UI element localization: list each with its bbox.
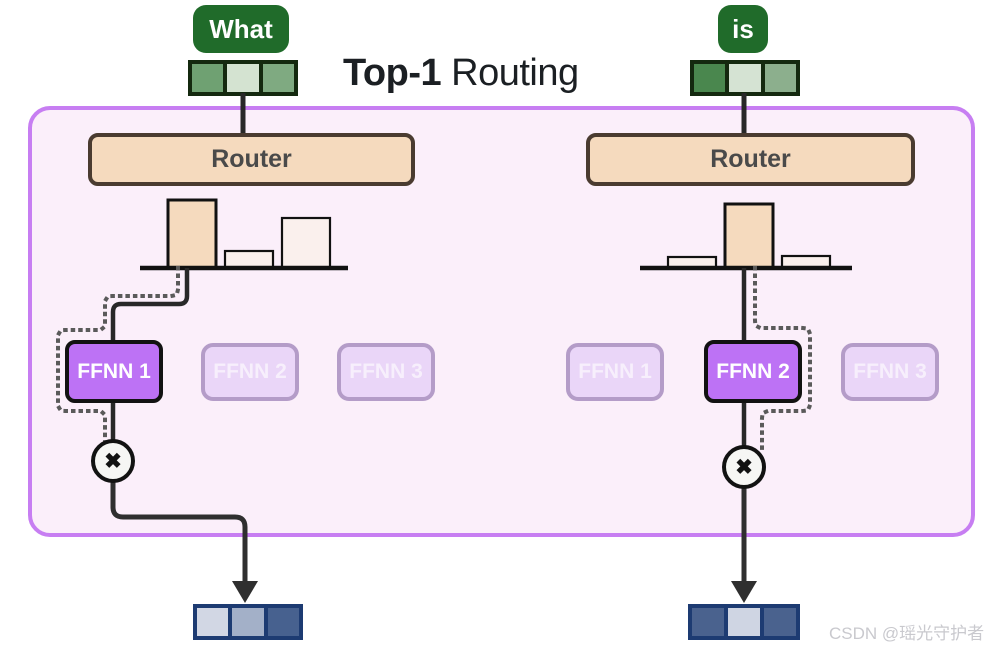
token-label-is: is bbox=[718, 5, 768, 53]
diagram-title: Top-1 Routing bbox=[343, 52, 579, 95]
expert-ffnn1-right: FFNN 1 bbox=[566, 343, 664, 401]
router-box-right: Router bbox=[586, 133, 915, 186]
multiply-node-right: ✖ bbox=[722, 445, 766, 489]
title-topk-part: Top-1 bbox=[343, 52, 442, 94]
token-embedding-what bbox=[188, 60, 298, 96]
vector-cell bbox=[197, 608, 229, 636]
vector-cell bbox=[729, 64, 761, 92]
output-arrowhead-right bbox=[731, 581, 757, 603]
vector-cell bbox=[262, 64, 294, 92]
vector-cell bbox=[694, 64, 726, 92]
expert-ffnn1-left-selected: FFNN 1 bbox=[65, 340, 163, 403]
router-box-left: Router bbox=[88, 133, 415, 186]
watermark-text: CSDN @瑶光守护者 bbox=[829, 624, 985, 643]
token-label-what: What bbox=[193, 5, 289, 53]
vector-cell bbox=[267, 608, 299, 636]
output-embedding-right bbox=[688, 604, 800, 640]
title-routing-part: Routing bbox=[441, 52, 579, 94]
output-arrowhead-left bbox=[232, 581, 258, 603]
token-embedding-is bbox=[690, 60, 800, 96]
expert-ffnn3-right: FFNN 3 bbox=[841, 343, 939, 401]
vector-cell bbox=[227, 64, 259, 92]
vector-cell bbox=[692, 608, 724, 636]
vector-cell bbox=[728, 608, 760, 636]
vector-cell bbox=[764, 64, 796, 92]
output-embedding-left bbox=[193, 604, 303, 640]
expert-ffnn2-right-selected: FFNN 2 bbox=[704, 340, 802, 403]
vector-cell bbox=[232, 608, 264, 636]
multiply-node-left: ✖ bbox=[91, 439, 135, 483]
vector-cell bbox=[764, 608, 796, 636]
vector-cell bbox=[192, 64, 224, 92]
expert-ffnn3-left: FFNN 3 bbox=[337, 343, 435, 401]
expert-ffnn2-left: FFNN 2 bbox=[201, 343, 299, 401]
